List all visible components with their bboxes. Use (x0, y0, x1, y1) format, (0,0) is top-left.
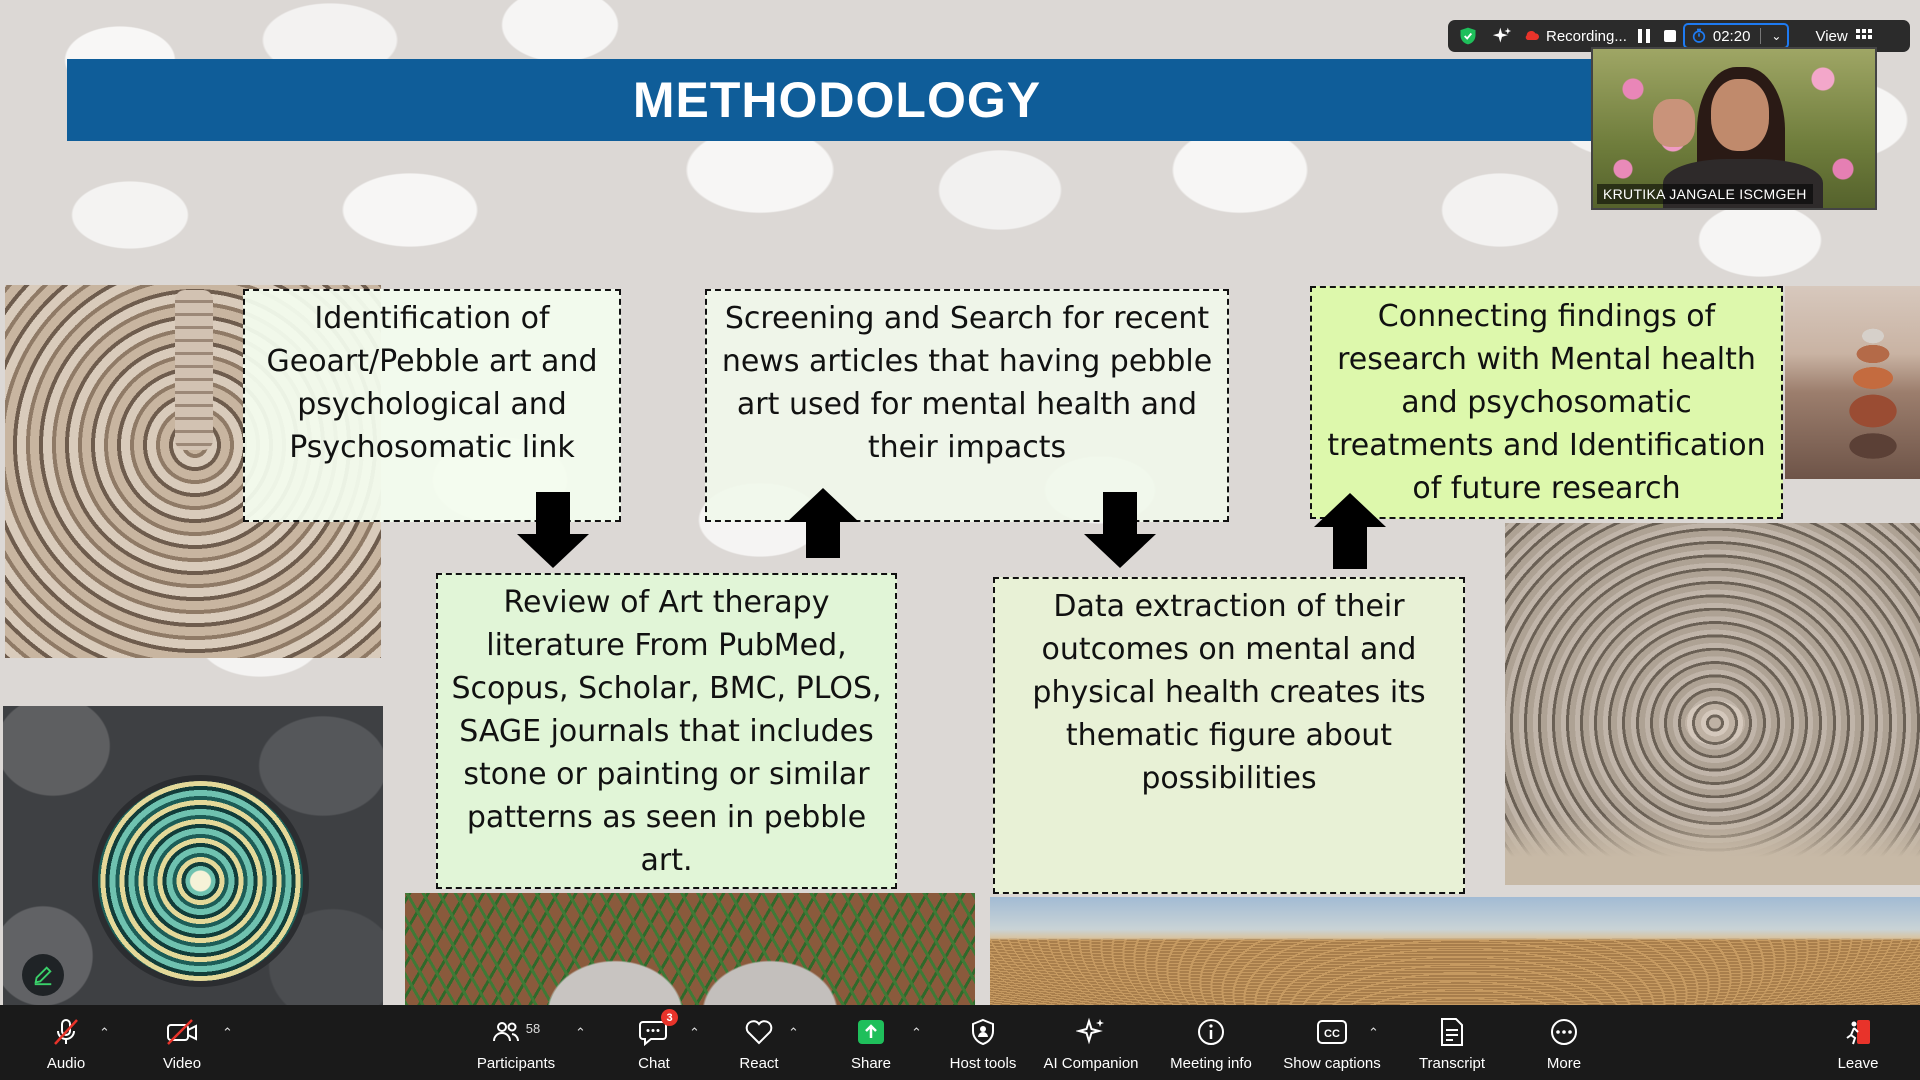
chevron-down-icon: ⌄ (1771, 29, 1782, 43)
stop-recording-button[interactable] (1663, 20, 1677, 52)
react-button[interactable]: React (738, 1005, 780, 1080)
pencil-icon (34, 966, 52, 986)
pause-recording-button[interactable] (1637, 20, 1651, 52)
ai-companion-button[interactable]: AI Companion (1042, 1005, 1140, 1080)
participants-button[interactable]: 58 Participants (471, 1005, 561, 1080)
cloud-record-icon (1525, 31, 1540, 40)
audio-label: Audio (46, 1055, 86, 1072)
chat-unread-badge: 3 (661, 1009, 678, 1026)
participant-hand (1653, 99, 1695, 147)
host-tools-button[interactable]: Host tools (946, 1005, 1020, 1080)
annotate-pencil-button[interactable] (22, 954, 64, 996)
more-button[interactable]: More (1541, 1005, 1587, 1080)
transcript-document-icon (1441, 1018, 1463, 1046)
more-ellipsis-icon (1551, 1019, 1577, 1045)
leave-button[interactable]: Leave (1834, 1005, 1882, 1080)
captions-options-caret[interactable]: ⌃ (1368, 1025, 1379, 1040)
ai-companion-sparkle-icon (1076, 1017, 1104, 1045)
slide-title: METHODOLOGY (632, 72, 1042, 128)
chat-button[interactable]: 3 Chat (634, 1005, 678, 1080)
meeting-timer[interactable]: 02:20 ⌄ (1682, 23, 1790, 49)
info-icon (1198, 1019, 1224, 1045)
participant-face (1711, 79, 1769, 151)
mandala-stone (98, 781, 303, 981)
timer-value: 02:20 (1712, 27, 1751, 45)
painted-mandala-stone-photo (3, 706, 383, 1005)
react-label: React (739, 1055, 779, 1072)
more-label: More (1546, 1055, 1582, 1072)
share-screen-icon (858, 1020, 884, 1044)
grid-view-icon (1855, 29, 1872, 39)
chat-label: Chat (638, 1055, 670, 1072)
meeting-info-button[interactable]: Meeting info (1166, 1005, 1256, 1080)
step-connecting-findings-box: Connecting findings of research with Men… (1310, 286, 1783, 519)
step-data-extraction-box: Data extraction of their outcomes on men… (993, 577, 1465, 894)
ai-sparkle-icon[interactable] (1492, 20, 1512, 52)
encryption-shield-icon[interactable] (1458, 20, 1478, 52)
participants-label: Participants (476, 1055, 556, 1072)
share-options-caret[interactable]: ⌃ (911, 1025, 922, 1040)
step-literature-review-box: Review of Art therapy literature From Pu… (436, 573, 897, 889)
leave-exit-icon (1846, 1020, 1870, 1045)
step-identification-box: Identification of Geoart/Pebble art and … (243, 289, 621, 522)
show-captions-label: Show captions (1283, 1055, 1381, 1072)
recording-label: Recording... (1546, 27, 1627, 45)
share-button[interactable]: Share (849, 1005, 893, 1080)
show-captions-button[interactable]: CC Show captions (1282, 1005, 1382, 1080)
transcript-label: Transcript (1418, 1055, 1486, 1072)
desert-land-art-photo (990, 897, 1920, 1005)
pebble-hearts-photo (405, 893, 975, 1005)
step-screening-box: Screening and Search for recent news art… (705, 289, 1229, 522)
participants-icon (492, 1022, 519, 1042)
audio-options-caret[interactable]: ⌃ (99, 1025, 110, 1040)
leave-label: Leave (1837, 1055, 1879, 1072)
microphone-muted-icon (54, 1019, 78, 1045)
audio-button[interactable]: Audio (40, 1005, 92, 1080)
chat-options-caret[interactable]: ⌃ (689, 1025, 700, 1040)
timer-icon (1692, 28, 1706, 43)
ai-companion-label: AI Companion (1043, 1055, 1139, 1072)
react-options-caret[interactable]: ⌃ (788, 1025, 799, 1040)
participant-video-thumbnail[interactable]: KRUTIKA JANGALE ISCMGEH (1591, 47, 1877, 210)
meeting-status-bar: Recording... 02:20 ⌄ View (1448, 20, 1910, 52)
video-label: Video (162, 1055, 202, 1072)
recording-indicator[interactable]: Recording... (1524, 20, 1627, 52)
transcript-button[interactable]: Transcript (1417, 1005, 1487, 1080)
video-options-caret[interactable]: ⌃ (222, 1025, 233, 1040)
closed-captions-icon: CC (1317, 1020, 1347, 1044)
video-camera-off-icon (167, 1019, 197, 1045)
stop-icon (1663, 30, 1676, 42)
host-tools-label: Host tools (949, 1055, 1017, 1072)
stone-cairn-photo (1785, 286, 1920, 479)
view-label: View (1815, 27, 1848, 45)
meeting-info-label: Meeting info (1170, 1055, 1252, 1072)
heart-icon (745, 1020, 773, 1045)
svg-text:CC: CC (1324, 1028, 1340, 1040)
cairn-stack (1845, 326, 1900, 466)
pause-icon (1637, 29, 1650, 43)
view-button[interactable]: View (1815, 20, 1872, 52)
participant-name-label: KRUTIKA JANGALE ISCMGEH (1597, 184, 1813, 204)
participants-count: 58 (525, 1020, 541, 1036)
slide-title-bar: METHODOLOGY (67, 59, 1607, 141)
video-button[interactable]: Video (158, 1005, 206, 1080)
shield-icon (972, 1018, 994, 1046)
meeting-toolbar: Audio ⌃ Video ⌃ 58 Participants ⌃ (0, 1005, 1920, 1080)
sand-stone-spiral-photo (1505, 523, 1920, 885)
share-label: Share (850, 1055, 892, 1072)
participants-options-caret[interactable]: ⌃ (575, 1025, 586, 1040)
